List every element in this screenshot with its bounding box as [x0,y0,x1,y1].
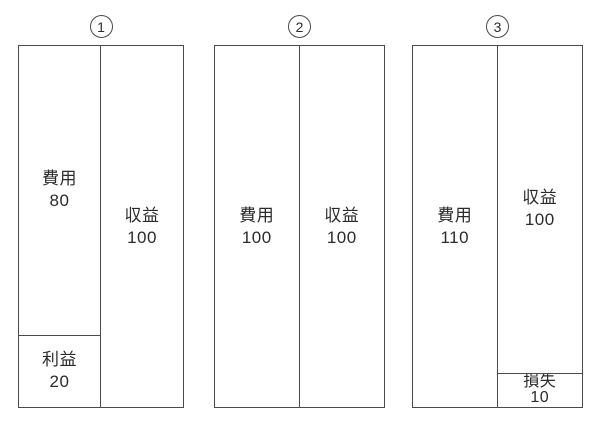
diagram-3-expense-cell: 費用 110 [413,46,497,407]
diagram-1-box: 費用 80 利益 20 収益 100 [18,45,184,408]
diagram-3-number: 3 [493,18,502,35]
diagram-2: 2 費用 100 収益 100 [214,15,385,408]
diagram-2-revenue-cell: 収益 100 [300,46,385,407]
diagram-3-box: 費用 110 収益 100 損失 10 [412,45,583,408]
diagram-3-loss-cell: 損失 10 [497,372,582,407]
profit-label: 利益 [42,350,77,370]
diagram-2-number: 2 [295,18,304,35]
revenue-value: 100 [127,227,157,247]
diagram-1-number-badge: 1 [89,15,113,38]
diagram-3-right-column: 収益 100 損失 10 [497,46,583,407]
diagram-2-left-column: 費用 100 [215,46,300,407]
expense-label: 費用 [239,205,275,225]
diagram-1-expense-cell: 費用 80 [19,46,100,335]
diagram-1-revenue-cell: 収益 100 [101,46,183,407]
expense-value: 80 [49,191,70,211]
revenue-value: 100 [326,227,357,247]
diagram-3-revenue-cell: 収益 100 [498,46,583,373]
loss-label: 損失 [523,373,557,391]
diagram-2-expense-cell: 費用 100 [215,46,299,407]
revenue-label: 収益 [522,188,558,208]
diagram-1: 1 費用 80 利益 20 収益 100 [18,15,184,408]
expense-label: 費用 [42,169,77,189]
revenue-label: 収益 [324,205,360,225]
diagram-1-number: 1 [97,18,105,35]
diagram-3-number-badge: 3 [486,15,509,38]
revenue-label: 収益 [124,205,160,225]
loss-value: 10 [530,389,550,407]
expense-value: 100 [241,227,272,247]
diagram-2-right-column: 収益 100 [300,46,385,407]
revenue-value: 100 [524,210,555,230]
expense-value: 110 [440,227,470,247]
expense-label: 費用 [437,205,473,225]
profit-value: 20 [49,372,70,392]
diagram-3: 3 費用 110 収益 100 損失 10 [412,15,583,408]
diagram-2-box: 費用 100 収益 100 [214,45,385,408]
diagram-1-right-column: 収益 100 [101,46,183,407]
diagram-1-left-column: 費用 80 利益 20 [19,46,101,407]
diagram-2-number-badge: 2 [288,15,311,38]
diagram-1-profit-cell: 利益 20 [19,334,100,407]
diagram-3-left-column: 費用 110 [413,46,498,407]
